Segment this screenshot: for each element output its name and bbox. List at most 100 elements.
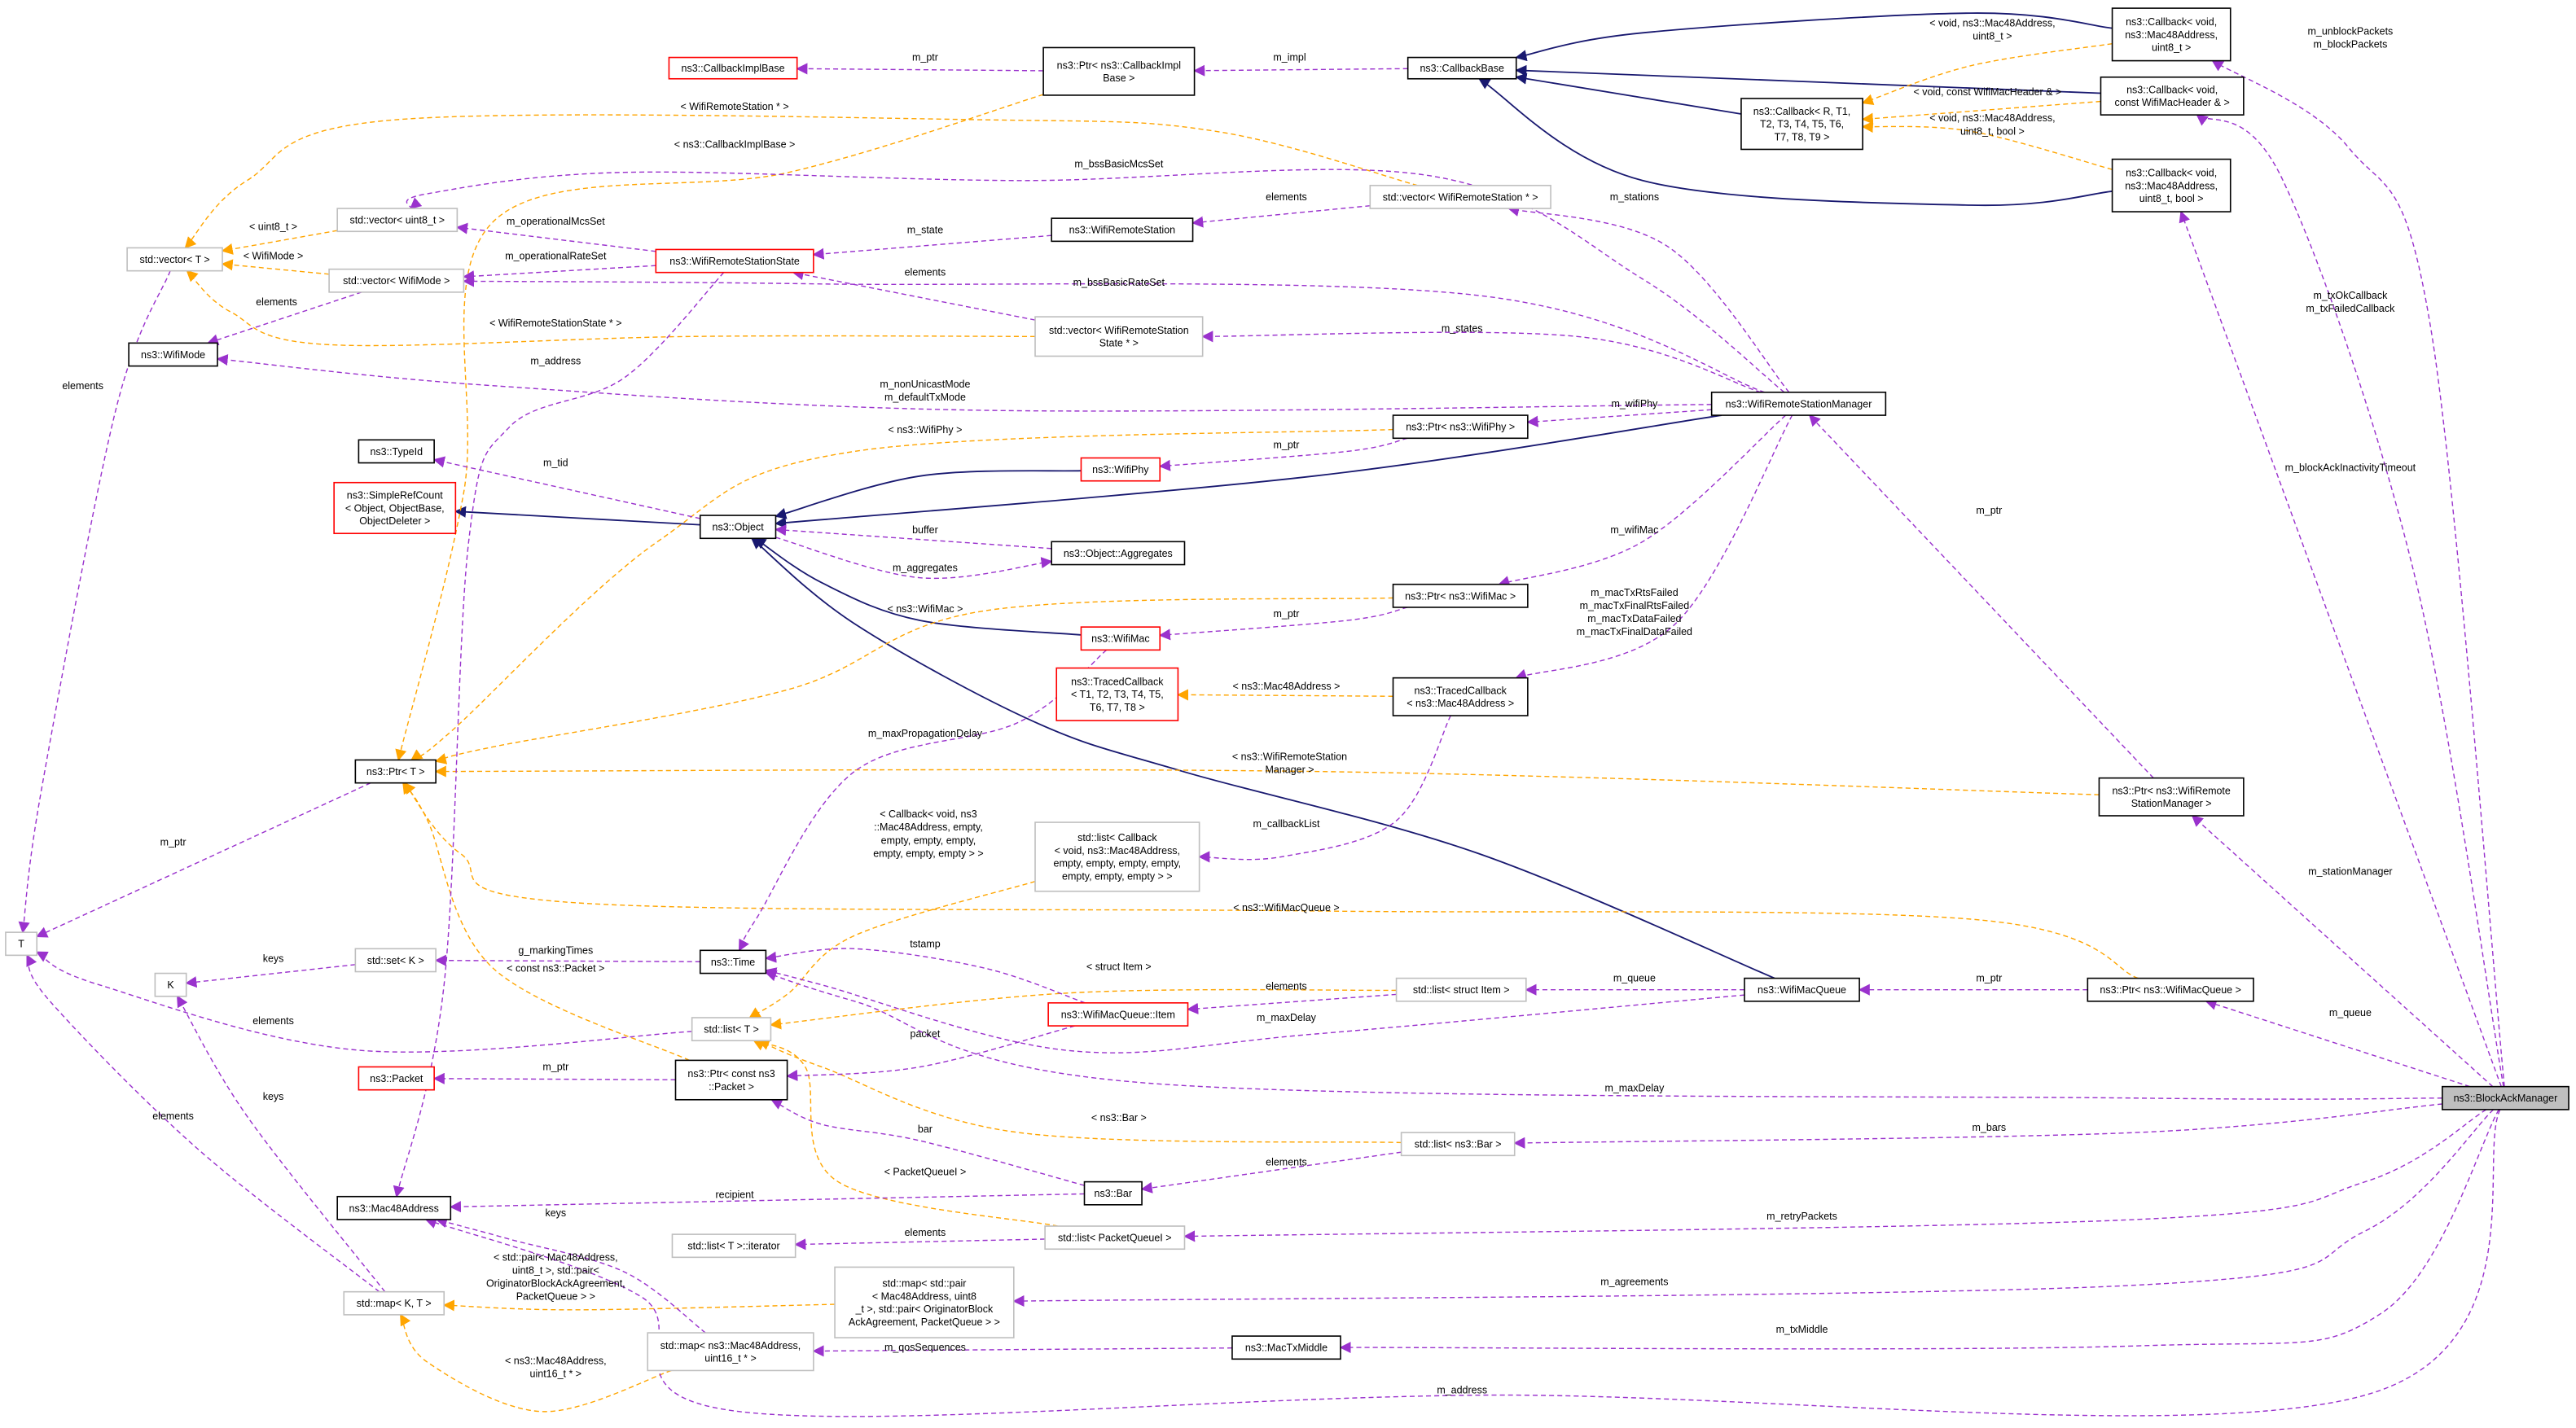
class-node-MapMacU16[interactable]: std::map< ns3::Mac48Address,uint16_t * > [647, 1332, 814, 1372]
class-node-WifiMacQueue[interactable]: ns3::WifiMacQueue [1744, 977, 1860, 1002]
node-label: ns3::TracedCallback< T1, T2, T3, T4, T5,… [1071, 677, 1164, 713]
class-node-BlockAckManager[interactable]: ns3::BlockAckManager [2442, 1085, 2569, 1110]
node-label-line: ns3::WifiMac [1091, 633, 1149, 645]
class-node-Object[interactable]: ns3::Object [699, 515, 777, 540]
class-node-PtrWifiPhy[interactable]: ns3::Ptr< ns3::WifiPhy > [1392, 414, 1529, 440]
edge-label: < struct Item > [1086, 961, 1152, 973]
class-node-Aggregates[interactable]: ns3::Object::Aggregates [1051, 541, 1186, 566]
template-edge-PtrWifiMacQueue-to-PtrT [404, 782, 2139, 979]
class-node-ListCallback[interactable]: std::list< Callback< void, ns3::Mac48Add… [1034, 821, 1200, 892]
class-node-TracedCbMac[interactable]: ns3::TracedCallback< ns3::Mac48Address > [1392, 677, 1529, 716]
node-label-line: ns3::Ptr< ns3::WifiPhy > [1406, 422, 1515, 433]
class-node-Bar[interactable]: ns3::Bar [1083, 1181, 1143, 1206]
node-label-line: ns3::TracedCallback [1415, 685, 1507, 696]
usage-edge-VecWifiMode-to-WifiMode [206, 291, 362, 346]
node-label: ns3::CallbackBase [1420, 63, 1504, 74]
edge-label-line: OriginatorBlockAckAgreement, [486, 1278, 625, 1290]
class-node-VecU8[interactable]: std::vector< uint8_t > [336, 208, 459, 233]
node-box [655, 248, 814, 274]
class-node-WifiMac[interactable]: ns3::WifiMac [1080, 626, 1161, 651]
class-node-CbHdr[interactable]: ns3::Callback< void,const WifiMacHeader … [2100, 76, 2245, 116]
class-node-MacTxMiddle[interactable]: ns3::MacTxMiddle [1231, 1335, 1341, 1360]
class-node-Time[interactable]: ns3::Time [699, 949, 767, 975]
edge-label-line: uint16_t * > [530, 1369, 582, 1380]
template-edge-PtrWRSM-to-PtrT [434, 765, 2100, 795]
edge-label: elements [256, 296, 297, 308]
class-node-SetK[interactable]: std::set< K > [354, 948, 437, 973]
class-node-WRSState[interactable]: ns3::WifiRemoteStationState [655, 248, 814, 274]
usage-edge-WRSM-to-PtrWifiPhy [1526, 409, 1712, 427]
edge-label: m_stations [1610, 191, 1659, 203]
class-node-TypeId[interactable]: ns3::TypeId [358, 439, 435, 464]
node-label: std::list< T >::iterator [687, 1241, 779, 1252]
node-label: ns3::Callback< void,ns3::Mac48Address,ui… [2125, 16, 2218, 53]
edge-label: elements [1266, 981, 1307, 992]
node-label: std::set< K > [367, 955, 424, 966]
class-node-ListItem[interactable]: std::list< struct Item > [1395, 977, 1527, 1002]
class-node-TracedCbT[interactable]: ns3::TracedCallback< T1, T2, T3, T4, T5,… [1055, 667, 1179, 721]
usage-edge-Item-to-Time [764, 948, 1086, 1004]
class-node-VecWifiMode[interactable]: std::vector< WifiMode > [328, 268, 465, 293]
class-node-PtrT[interactable]: ns3::Ptr< T > [354, 759, 437, 784]
class-node-WRS[interactable]: ns3::WifiRemoteStation [1051, 217, 1194, 243]
class-node-PtrPacket[interactable]: ns3::Ptr< const ns3::Packet > [674, 1059, 788, 1101]
class-node-T[interactable]: T [5, 931, 38, 957]
class-node-ListTIter[interactable]: std::list< T >::iterator [671, 1233, 796, 1259]
class-node-K[interactable]: K [154, 972, 187, 997]
class-node-ListBar[interactable]: std::list< ns3::Bar > [1400, 1132, 1516, 1157]
class-node-Packet[interactable]: ns3::Packet [358, 1066, 435, 1091]
edge-label: elements [905, 267, 946, 278]
class-node-MapPair[interactable]: std::map< std::pair< Mac48Address, uint8… [834, 1266, 1015, 1338]
template-edge-TracedCbMac-to-TracedCbT [1177, 689, 1393, 701]
class-node-Mac48[interactable]: ns3::Mac48Address [336, 1195, 452, 1220]
node-label-line: empty, empty, empty, empty, [1054, 858, 1182, 870]
edge-label: < ns3::CallbackImplBase > [674, 138, 796, 150]
class-node-CbMacU8Bool[interactable]: ns3::Callback< void,ns3::Mac48Address,ui… [2111, 158, 2232, 212]
edge-label: m_tid [543, 458, 568, 469]
class-node-WifiPhy[interactable]: ns3::WifiPhy [1080, 457, 1161, 482]
class-node-PtrWifiMac[interactable]: ns3::Ptr< ns3::WifiMac > [1392, 583, 1529, 608]
class-node-CbMacU8[interactable]: ns3::Callback< void,ns3::Mac48Address,ui… [2111, 7, 2232, 62]
edge-label-line: m_stationManager [2308, 866, 2392, 878]
node-label-line: < T1, T2, T3, T4, T5, [1071, 689, 1164, 700]
class-node-WRSM[interactable]: ns3::WifiRemoteStationManager [1710, 392, 1887, 416]
usage-edge-PtrPacket-to-Packet [432, 1072, 676, 1084]
inherit-edge-CbHdr-to-CallbackBase [1515, 64, 2101, 94]
node-label-line: std::list< T >::iterator [687, 1241, 779, 1252]
template-edge-MapMacU16-to-MapKT [400, 1313, 672, 1413]
edge-label: < ns3::WifiMacQueue > [1233, 902, 1339, 913]
class-node-ListT[interactable]: std::list< T > [691, 1017, 772, 1042]
class-node-CbR[interactable]: ns3::Callback< R, T1,T2, T3, T4, T5, T6,… [1740, 98, 1863, 151]
node-box [1051, 217, 1194, 243]
node-label: ns3::SimpleRefCount< Object, ObjectBase,… [345, 490, 445, 527]
class-node-VecWRS[interactable]: std::vector< WifiRemoteStation * > [1369, 185, 1551, 209]
node-box [2111, 158, 2232, 212]
edge-label-line: m_blockPackets [2313, 38, 2387, 50]
node-label: ns3::Callback< void,ns3::Mac48Address,ui… [2125, 168, 2218, 204]
node-box [1051, 541, 1186, 566]
usage-edge-PtrT-to-T [35, 782, 371, 938]
node-label: std::list< PacketQueueI > [1058, 1233, 1171, 1244]
node-label: std::list< ns3::Bar > [1415, 1139, 1502, 1150]
node-label: ns3::MacTxMiddle [1245, 1343, 1327, 1354]
edge-label: < PacketQueueI > [884, 1167, 967, 1178]
node-label: K [167, 979, 174, 991]
class-node-PtrWifiMacQueue[interactable]: ns3::Ptr< ns3::WifiMacQueue > [2087, 977, 2254, 1002]
class-node-Item[interactable]: ns3::WifiMacQueue::Item [1047, 1002, 1189, 1027]
edge-label: elements [1266, 191, 1307, 203]
edge-label: m_wifiMac [1610, 524, 1658, 536]
edge-label-line: elements [62, 380, 103, 392]
class-node-VecT[interactable]: std::vector< T > [126, 247, 223, 272]
usage-edge-Item-to-PtrPacket [786, 1025, 1075, 1081]
class-node-WifiMode[interactable]: ns3::WifiMode [128, 342, 218, 367]
class-node-CallbackImplBase[interactable]: ns3::CallbackImplBase [668, 56, 798, 80]
class-node-SimpleRefCount[interactable]: ns3::SimpleRefCount< Object, ObjectBase,… [333, 481, 457, 535]
class-node-CallbackBase[interactable]: ns3::CallbackBase [1406, 56, 1517, 80]
node-label: std::map< K, T > [357, 1298, 432, 1309]
edge-label-line: m_macTxFinalDataFailed [1577, 626, 1692, 637]
class-node-ListPQ[interactable]: std::list< PacketQueueI > [1044, 1225, 1186, 1251]
class-node-MapKT[interactable]: std::map< K, T > [343, 1290, 445, 1316]
